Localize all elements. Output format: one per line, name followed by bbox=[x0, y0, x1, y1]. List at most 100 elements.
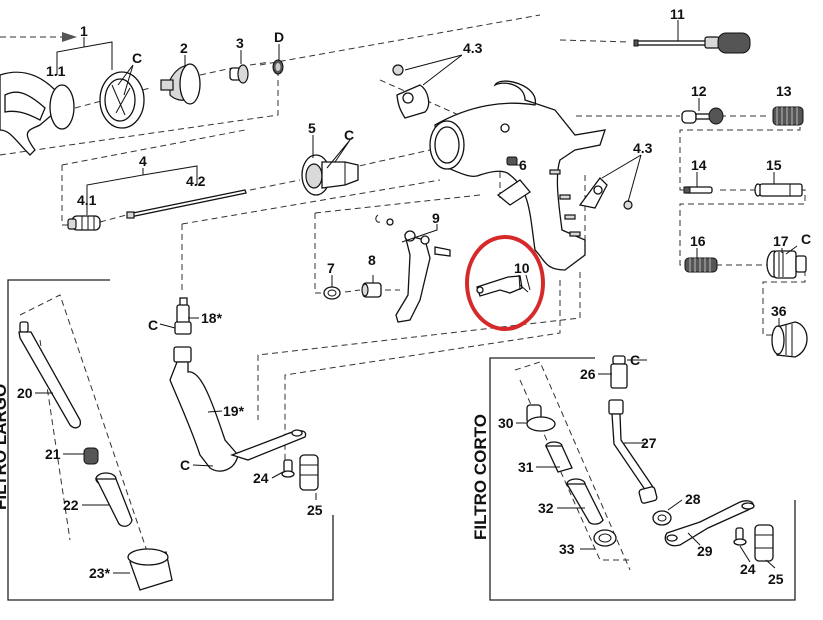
label-C-26: C bbox=[630, 352, 640, 368]
label-4-2: 4.2 bbox=[186, 173, 206, 189]
label-C-19: C bbox=[180, 457, 190, 473]
leader-lines bbox=[35, 20, 798, 574]
part-18-fitting[interactable] bbox=[174, 297, 192, 335]
part-17-cap[interactable] bbox=[766, 250, 807, 279]
part-D-oring[interactable] bbox=[272, 59, 284, 75]
part-5-diffuser[interactable] bbox=[301, 154, 359, 196]
part-13-spring[interactable] bbox=[772, 106, 804, 126]
label-4-3-right: 4.3 bbox=[633, 140, 653, 156]
part-14-pin[interactable] bbox=[683, 186, 713, 194]
part-1-tip-guard[interactable] bbox=[0, 71, 145, 156]
part-2-tip-seat[interactable] bbox=[160, 63, 201, 105]
label-5: 5 bbox=[308, 120, 316, 136]
part-16-spring[interactable] bbox=[684, 257, 718, 273]
part-15-shaft[interactable] bbox=[754, 183, 803, 197]
label-24-long: 24 bbox=[253, 470, 269, 486]
label-22: 22 bbox=[63, 497, 79, 513]
label-25-short: 25 bbox=[768, 571, 784, 587]
arrow-icon bbox=[62, 32, 77, 42]
part-4-3-bracket-top[interactable] bbox=[392, 64, 430, 119]
label-9: 9 bbox=[432, 210, 440, 226]
label-10: 10 bbox=[514, 260, 530, 276]
part-32-housing[interactable] bbox=[565, 478, 604, 525]
highlight-circle bbox=[465, 235, 545, 331]
label-23: 23* bbox=[89, 565, 111, 581]
label-27: 27 bbox=[641, 435, 657, 451]
long-filter-frame bbox=[7, 279, 334, 601]
part-22-filter-housing[interactable] bbox=[94, 472, 133, 527]
label-17: 17 bbox=[773, 233, 789, 249]
part-29-bracket[interactable] bbox=[664, 500, 755, 547]
part-11-valve-assembly[interactable] bbox=[633, 32, 751, 54]
label-4-1: 4.1 bbox=[77, 192, 97, 208]
label-26: 26 bbox=[580, 366, 596, 382]
label-36: 36 bbox=[771, 303, 787, 319]
label-13: 13 bbox=[776, 83, 792, 99]
part-24-screw-short[interactable] bbox=[733, 527, 747, 546]
label-12: 12 bbox=[691, 83, 707, 99]
part-25-fitting-long[interactable] bbox=[299, 454, 319, 491]
part-4-3-bracket-right[interactable] bbox=[578, 177, 633, 210]
label-29: 29 bbox=[697, 543, 713, 559]
part-3-gasket[interactable] bbox=[229, 64, 249, 84]
label-C-5: C bbox=[344, 127, 354, 143]
part-26-fitting[interactable] bbox=[610, 355, 628, 389]
assembly-lines bbox=[0, 14, 806, 571]
part-21-spring[interactable] bbox=[83, 447, 99, 465]
label-14: 14 bbox=[691, 157, 707, 173]
label-28: 28 bbox=[685, 491, 701, 507]
part-6-spring-pin[interactable] bbox=[506, 156, 518, 166]
label-15: 15 bbox=[766, 157, 782, 173]
label-7: 7 bbox=[327, 260, 335, 276]
part-33-nut[interactable] bbox=[593, 529, 617, 547]
part-30-fitting[interactable] bbox=[526, 404, 556, 432]
part-36-cover[interactable] bbox=[771, 321, 808, 358]
gun-body[interactable] bbox=[429, 80, 606, 271]
label-20: 20 bbox=[17, 385, 33, 401]
label-25-long: 25 bbox=[307, 502, 323, 518]
part-4-1-fitting[interactable] bbox=[67, 215, 101, 231]
part-27-tube[interactable] bbox=[608, 399, 658, 504]
label-1-1: 1.1 bbox=[46, 63, 66, 79]
label-3: 3 bbox=[236, 35, 244, 51]
label-31: 31 bbox=[518, 459, 534, 475]
label-21: 21 bbox=[45, 446, 61, 462]
label-30: 30 bbox=[498, 415, 514, 431]
label-18: 18* bbox=[201, 310, 223, 326]
label-4: 4 bbox=[139, 153, 147, 169]
short-filter-label: FILTRO CORTO bbox=[471, 414, 490, 540]
label-19: 19* bbox=[223, 403, 245, 419]
part-12-valve-seat[interactable] bbox=[681, 107, 724, 125]
frames bbox=[7, 279, 796, 601]
label-11: 11 bbox=[670, 6, 685, 22]
part-19-tube[interactable] bbox=[169, 346, 307, 472]
label-6: 6 bbox=[519, 157, 527, 173]
part-8-fitting[interactable] bbox=[361, 282, 382, 298]
part-23-nut[interactable] bbox=[127, 548, 173, 591]
label-32: 32 bbox=[538, 500, 554, 516]
label-24-short: 24 bbox=[740, 561, 756, 577]
label-C-17: C bbox=[801, 231, 811, 247]
label-8: 8 bbox=[368, 252, 376, 268]
part-28-nut[interactable] bbox=[652, 510, 672, 526]
label-33: 33 bbox=[559, 541, 575, 557]
part-10-trigger-lever[interactable] bbox=[476, 275, 529, 297]
long-filter-label: FILTRO LARGO bbox=[0, 384, 10, 510]
part-25-fitting-short[interactable] bbox=[754, 524, 774, 562]
label-D: D bbox=[274, 29, 284, 45]
label-4-3-top: 4.3 bbox=[463, 40, 483, 56]
part-20-filter[interactable] bbox=[18, 321, 81, 429]
label-C-tip: C bbox=[132, 50, 142, 66]
label-16: 16 bbox=[690, 233, 706, 249]
part-7-nut[interactable] bbox=[323, 286, 341, 300]
part-9-trigger[interactable] bbox=[375, 214, 451, 323]
part-24-screw-long[interactable] bbox=[281, 459, 295, 478]
callout-labels: 1 1.1 C 2 3 D 4 4.1 4.2 4.3 4.3 5 C 6 7 … bbox=[17, 6, 811, 587]
short-filter-frame bbox=[489, 357, 796, 601]
label-C-18: C bbox=[148, 317, 158, 333]
part-31-insert[interactable] bbox=[544, 441, 573, 473]
label-1: 1 bbox=[80, 23, 88, 39]
part-4-2-needle[interactable] bbox=[126, 189, 247, 219]
